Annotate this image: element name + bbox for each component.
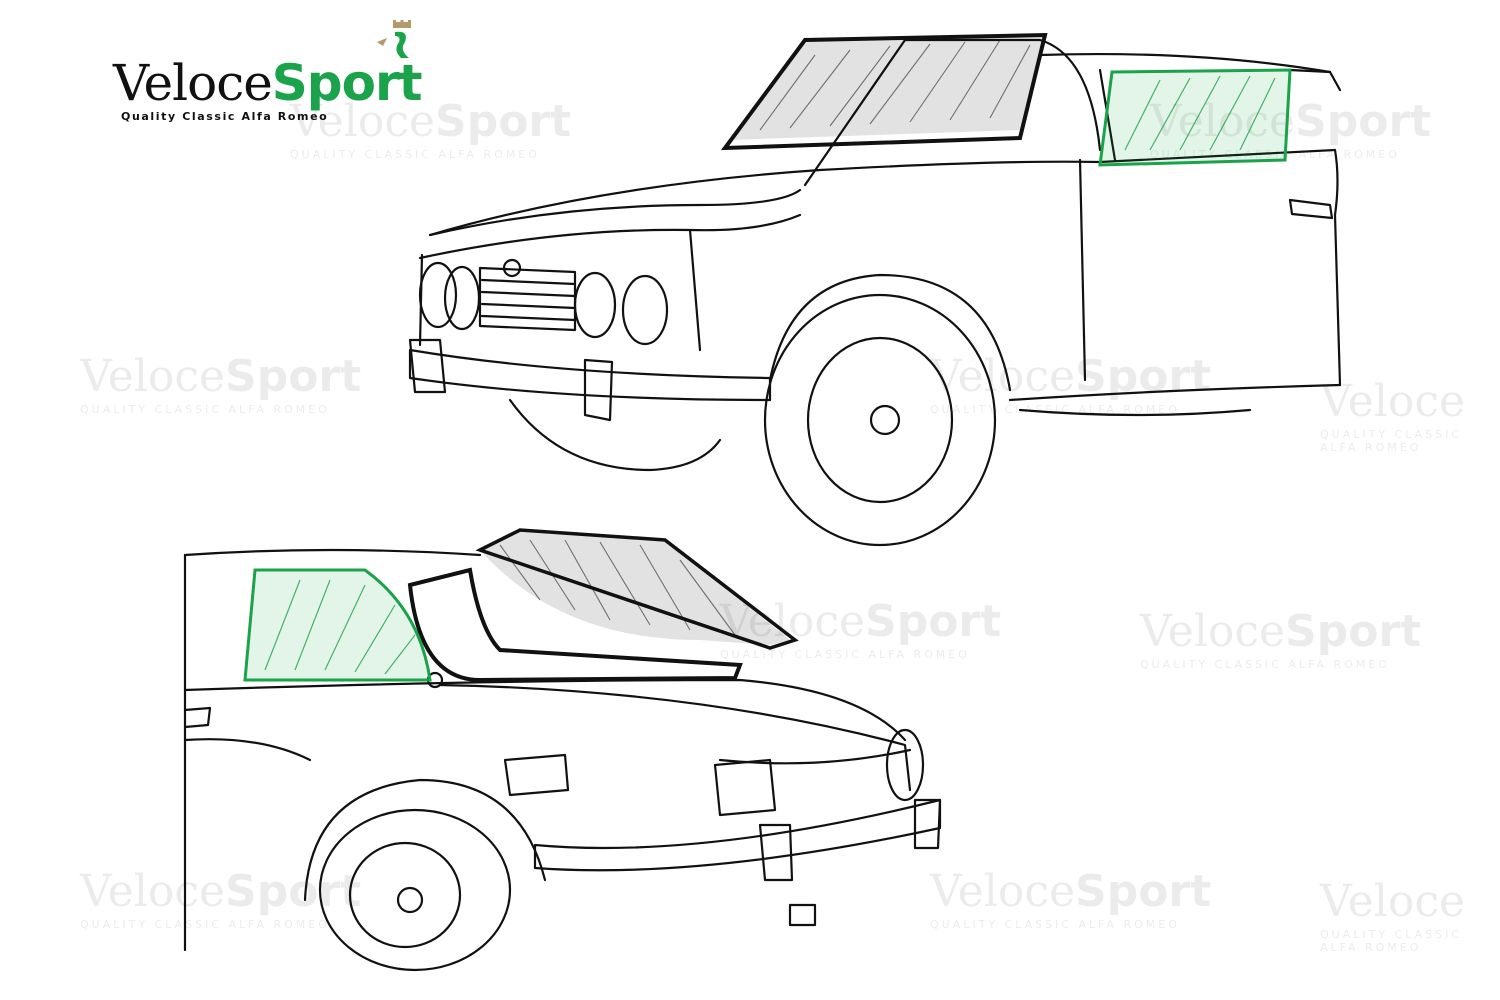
brand-tagline: Quality Classic Alfa Romeo <box>121 110 329 123</box>
crest-icon <box>377 20 411 58</box>
brand-name-accent: Sport <box>271 54 423 112</box>
brand-name: VeloceSport <box>113 54 423 112</box>
brand-logo: VeloceSport Quality Classic Alfa Romeo <box>113 20 443 130</box>
